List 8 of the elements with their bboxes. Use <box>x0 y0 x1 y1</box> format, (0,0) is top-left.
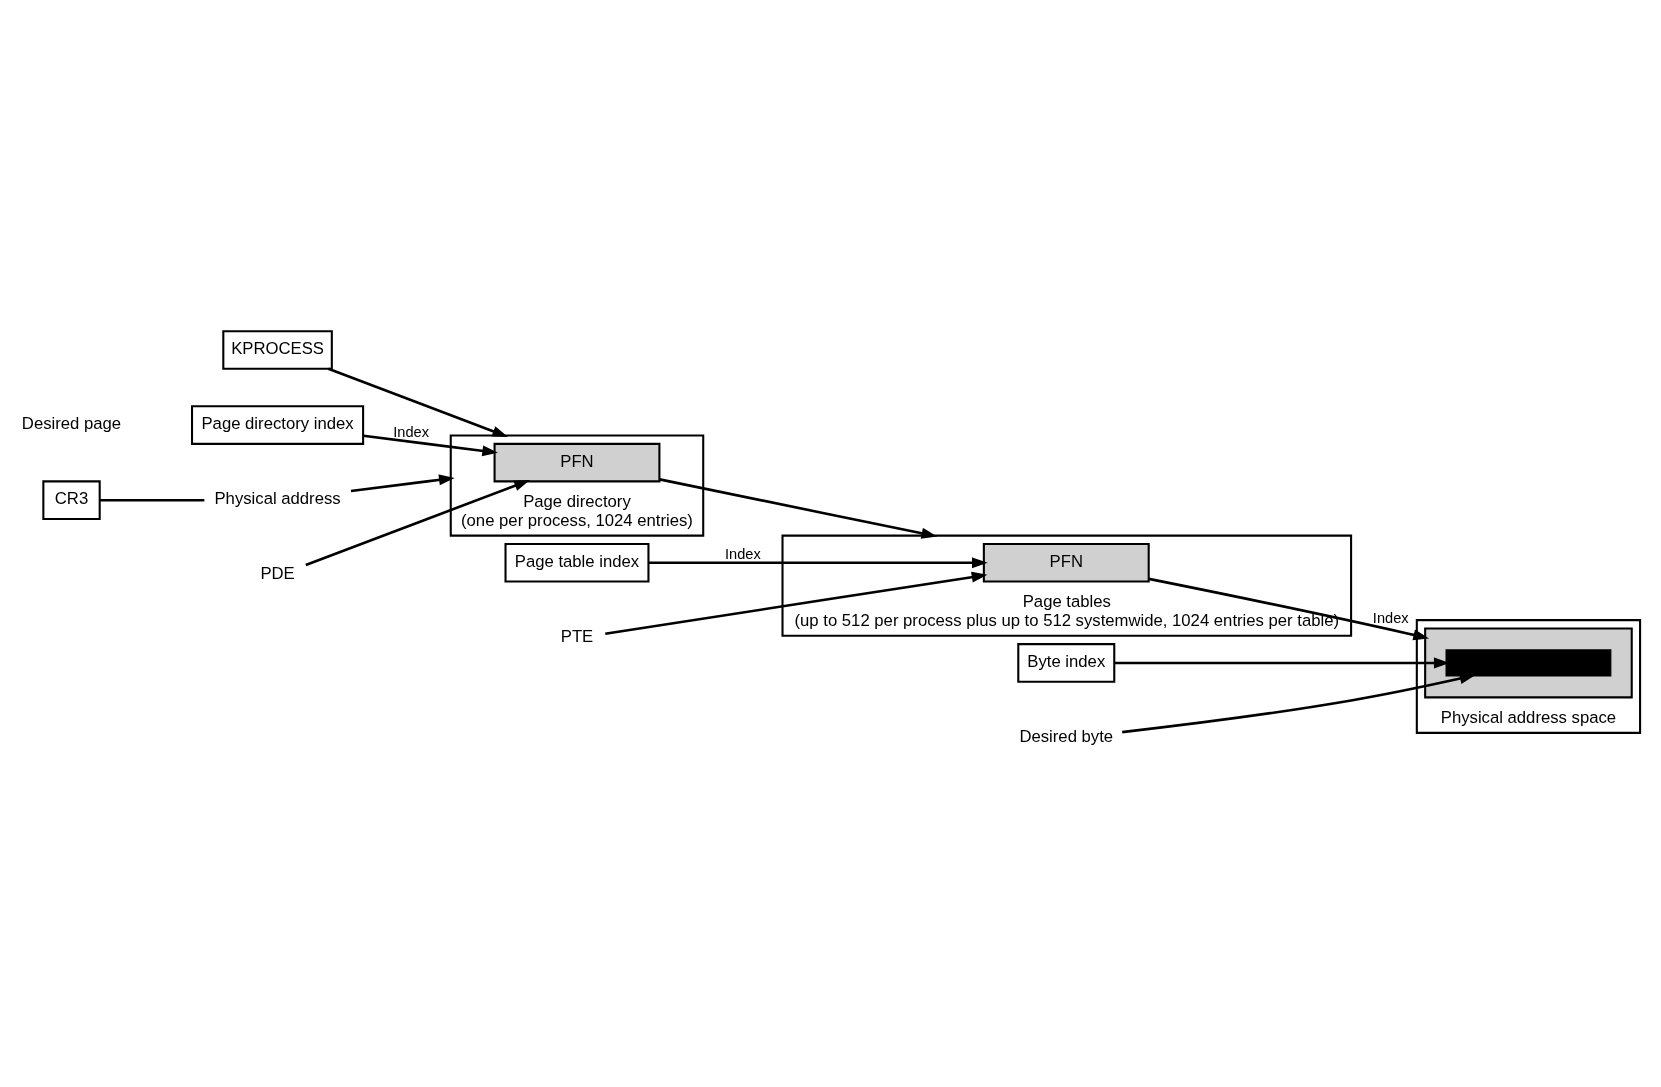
edge-label: Index <box>1372 610 1409 626</box>
node-text: PTE <box>560 626 594 646</box>
edge-label: Index <box>725 545 761 562</box>
node-text: Physical address <box>214 488 341 508</box>
node-text: PDE <box>260 563 295 583</box>
label: Desired page <box>21 413 122 433</box>
node-text: Desired byte <box>1019 726 1114 746</box>
edge-label: Index <box>393 423 429 440</box>
